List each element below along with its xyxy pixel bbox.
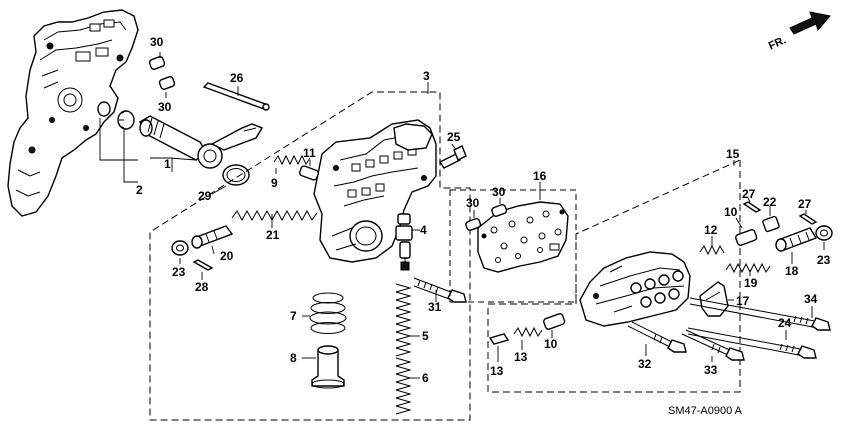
separator-plate-16 xyxy=(477,201,569,273)
callout-3: 3 xyxy=(423,69,430,83)
cap-23-left xyxy=(171,240,189,256)
callout-2: 2 xyxy=(136,183,143,197)
callout-30-plate-1: 30 xyxy=(466,196,480,210)
callout-10-upper: 10 xyxy=(724,205,738,219)
callout-33: 33 xyxy=(704,363,718,377)
dowel-30-c xyxy=(465,217,482,231)
front-direction-arrow xyxy=(789,11,831,35)
plug-10-lower xyxy=(543,313,566,330)
pin-27-a xyxy=(742,201,762,213)
figure-code: SM47-A0900 A xyxy=(668,405,743,417)
callout-29: 29 xyxy=(198,189,212,203)
callout-31: 31 xyxy=(428,300,442,314)
callout-12: 12 xyxy=(704,223,718,237)
callout-15: 15 xyxy=(726,147,740,161)
callout-30-top-1: 30 xyxy=(150,35,164,49)
transmission-case xyxy=(7,9,139,217)
callout-6: 6 xyxy=(422,371,429,385)
callout-14: 13 xyxy=(490,364,504,378)
callout-24: 24 xyxy=(778,316,792,330)
shaft-assembly xyxy=(97,101,264,186)
callout-7: 7 xyxy=(290,309,297,323)
callout-11: 11 xyxy=(303,146,316,160)
filter-14 xyxy=(488,333,510,345)
dowel-30-d xyxy=(491,203,508,217)
callout-27-a: 27 xyxy=(742,187,756,201)
plug-10-upper xyxy=(735,229,758,246)
callout-23-right: 23 xyxy=(817,253,831,267)
spring-19 xyxy=(725,262,771,274)
callout-8: 8 xyxy=(290,351,297,365)
bolt-25 xyxy=(438,145,467,169)
callout-26: 26 xyxy=(230,71,244,85)
callout-5: 5 xyxy=(422,329,429,343)
bolt-32 xyxy=(627,321,687,353)
bolt-33 xyxy=(681,329,745,361)
spring-5 xyxy=(395,283,412,357)
callout-17: 17 xyxy=(736,294,750,308)
orientation-label: FR. xyxy=(767,34,788,52)
spring-6 xyxy=(395,357,412,415)
callout-4: 4 xyxy=(420,223,427,237)
bracket-17 xyxy=(699,281,729,317)
secondary-valve-body xyxy=(579,251,691,327)
callout-25: 25 xyxy=(447,130,461,144)
valve-stack-4 xyxy=(395,213,413,271)
main-valve-body xyxy=(313,119,437,263)
callout-18: 18 xyxy=(785,264,799,278)
callout-30-top-2: 30 xyxy=(158,100,172,114)
pin-28 xyxy=(192,259,214,271)
callout-20: 20 xyxy=(220,249,234,263)
bolt-24 xyxy=(687,327,817,359)
spring-7 xyxy=(309,292,347,334)
spring-9 xyxy=(273,154,311,166)
plug-11 xyxy=(298,165,320,181)
callout-10-lower: 10 xyxy=(544,337,558,351)
callout-19: 19 xyxy=(744,276,758,290)
cap-23-right xyxy=(815,225,833,241)
callout-23-left: 23 xyxy=(172,265,186,279)
callout-27-b: 27 xyxy=(798,197,812,211)
spring-13 xyxy=(513,326,543,338)
pin-26 xyxy=(202,82,270,111)
callout-22: 22 xyxy=(763,195,777,209)
callout-1: 1 xyxy=(164,157,171,171)
bolt-31 xyxy=(413,277,467,303)
dowel-30-b xyxy=(158,76,176,90)
callout-13: 13 xyxy=(514,350,528,364)
spring-21 xyxy=(231,209,318,222)
dowel-30-a xyxy=(148,56,166,70)
sleeve-8 xyxy=(311,345,345,389)
valve-18 xyxy=(775,227,818,252)
pin-27-b xyxy=(798,213,818,225)
callout-21: 21 xyxy=(266,228,280,242)
spring-12 xyxy=(699,244,725,256)
cap-22 xyxy=(762,215,780,233)
callout-30-plate-2: 30 xyxy=(492,185,506,199)
bolt-34 xyxy=(689,297,831,331)
callout-34: 34 xyxy=(804,292,818,306)
callout-32: 32 xyxy=(638,357,652,371)
valve-20 xyxy=(191,225,234,249)
callout-28: 28 xyxy=(195,280,209,294)
callout-9: 9 xyxy=(271,176,278,190)
callout-16: 16 xyxy=(533,169,547,183)
